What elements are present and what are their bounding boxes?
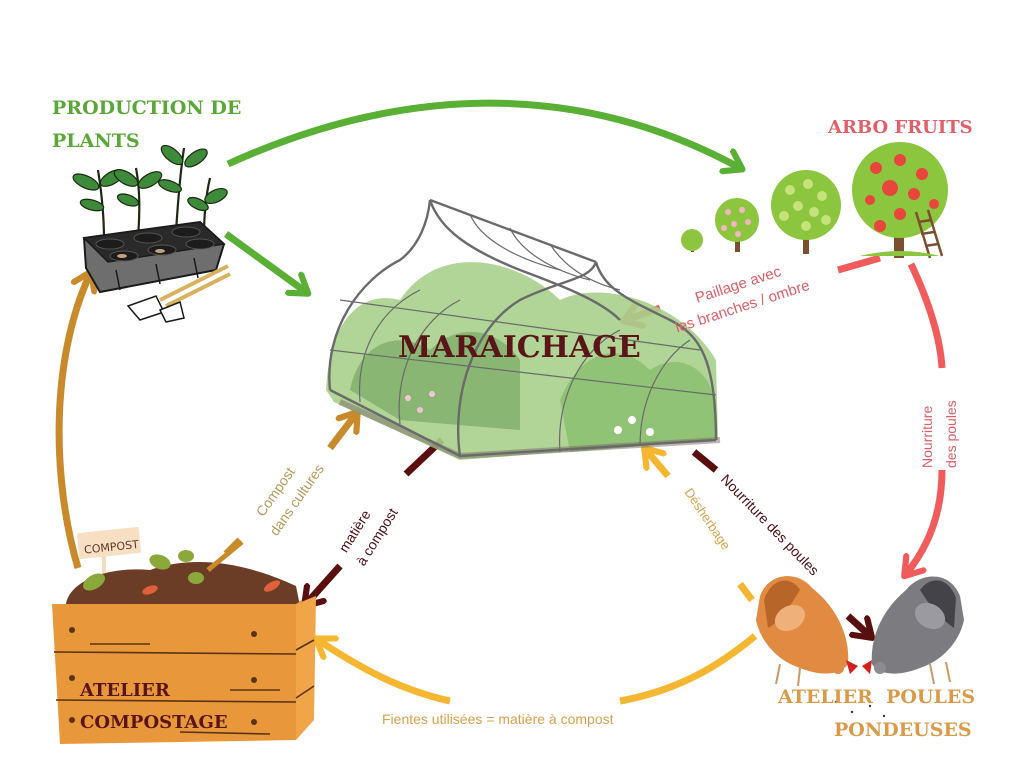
arrow-market-garden-to-hens-top: [691, 449, 719, 473]
greenhouse-illustration: [326, 198, 721, 460]
arrow-fruits-to-hens-bottom: [906, 469, 946, 574]
arrow-market-garden-to-compost-head: [306, 563, 343, 604]
seedling-tray-illustration: [72, 144, 231, 323]
fruits-title: ARBO FRUITS: [827, 117, 973, 138]
laying-hens-illustration: [756, 576, 964, 718]
market-garden-title: MARAICHAGE: [398, 330, 641, 365]
flow-label-hen-feed-fruits-line1: Nourriture: [919, 406, 935, 468]
arrow-hens-to-market-garden-bottom: [737, 581, 755, 603]
arrow-plants-to-fruits: [226, 99, 740, 168]
flow-label-hen-feed-vegetables: Nourriture des poules: [718, 471, 822, 578]
arrow-compost-to-plants: [55, 274, 90, 569]
compost-sign-label: COMPOST: [84, 538, 140, 557]
hens-title-line2: PONDEUSES: [834, 719, 972, 741]
flow-label-droppings: Fientes utilisées = matière à compost: [382, 711, 614, 727]
arrow-plants-to-market-garden: [223, 231, 306, 292]
arrow-hens-to-market-garden-head: [646, 450, 671, 479]
flow-label-hen-feed-fruits-line2: des poules: [943, 400, 959, 468]
arrow-compost-to-market-garden-head: [327, 414, 356, 451]
hens-title-line1: ATELIER POULES: [777, 686, 975, 708]
arrow-fruits-to-market-garden: [837, 254, 881, 274]
fruit-trees-illustration: [681, 142, 948, 259]
compost-title-line2: COMPOSTAGE: [80, 712, 228, 733]
arrow-hens-to-compost-right: [619, 633, 758, 705]
compost-crate-illustration: [52, 526, 316, 744]
plants-title-line1: PRODUCTION DE: [52, 97, 241, 119]
plants-title-line2: PLANTS: [52, 130, 140, 152]
arrow-market-garden-to-hens-head: [845, 613, 870, 636]
arrow-hens-to-compost-left: [318, 640, 451, 705]
compost-title-line1: ATELIER: [79, 680, 171, 701]
flow-label-weeding: Désherbage: [682, 485, 734, 552]
arrow-fruits-to-hens-top: [907, 262, 946, 369]
